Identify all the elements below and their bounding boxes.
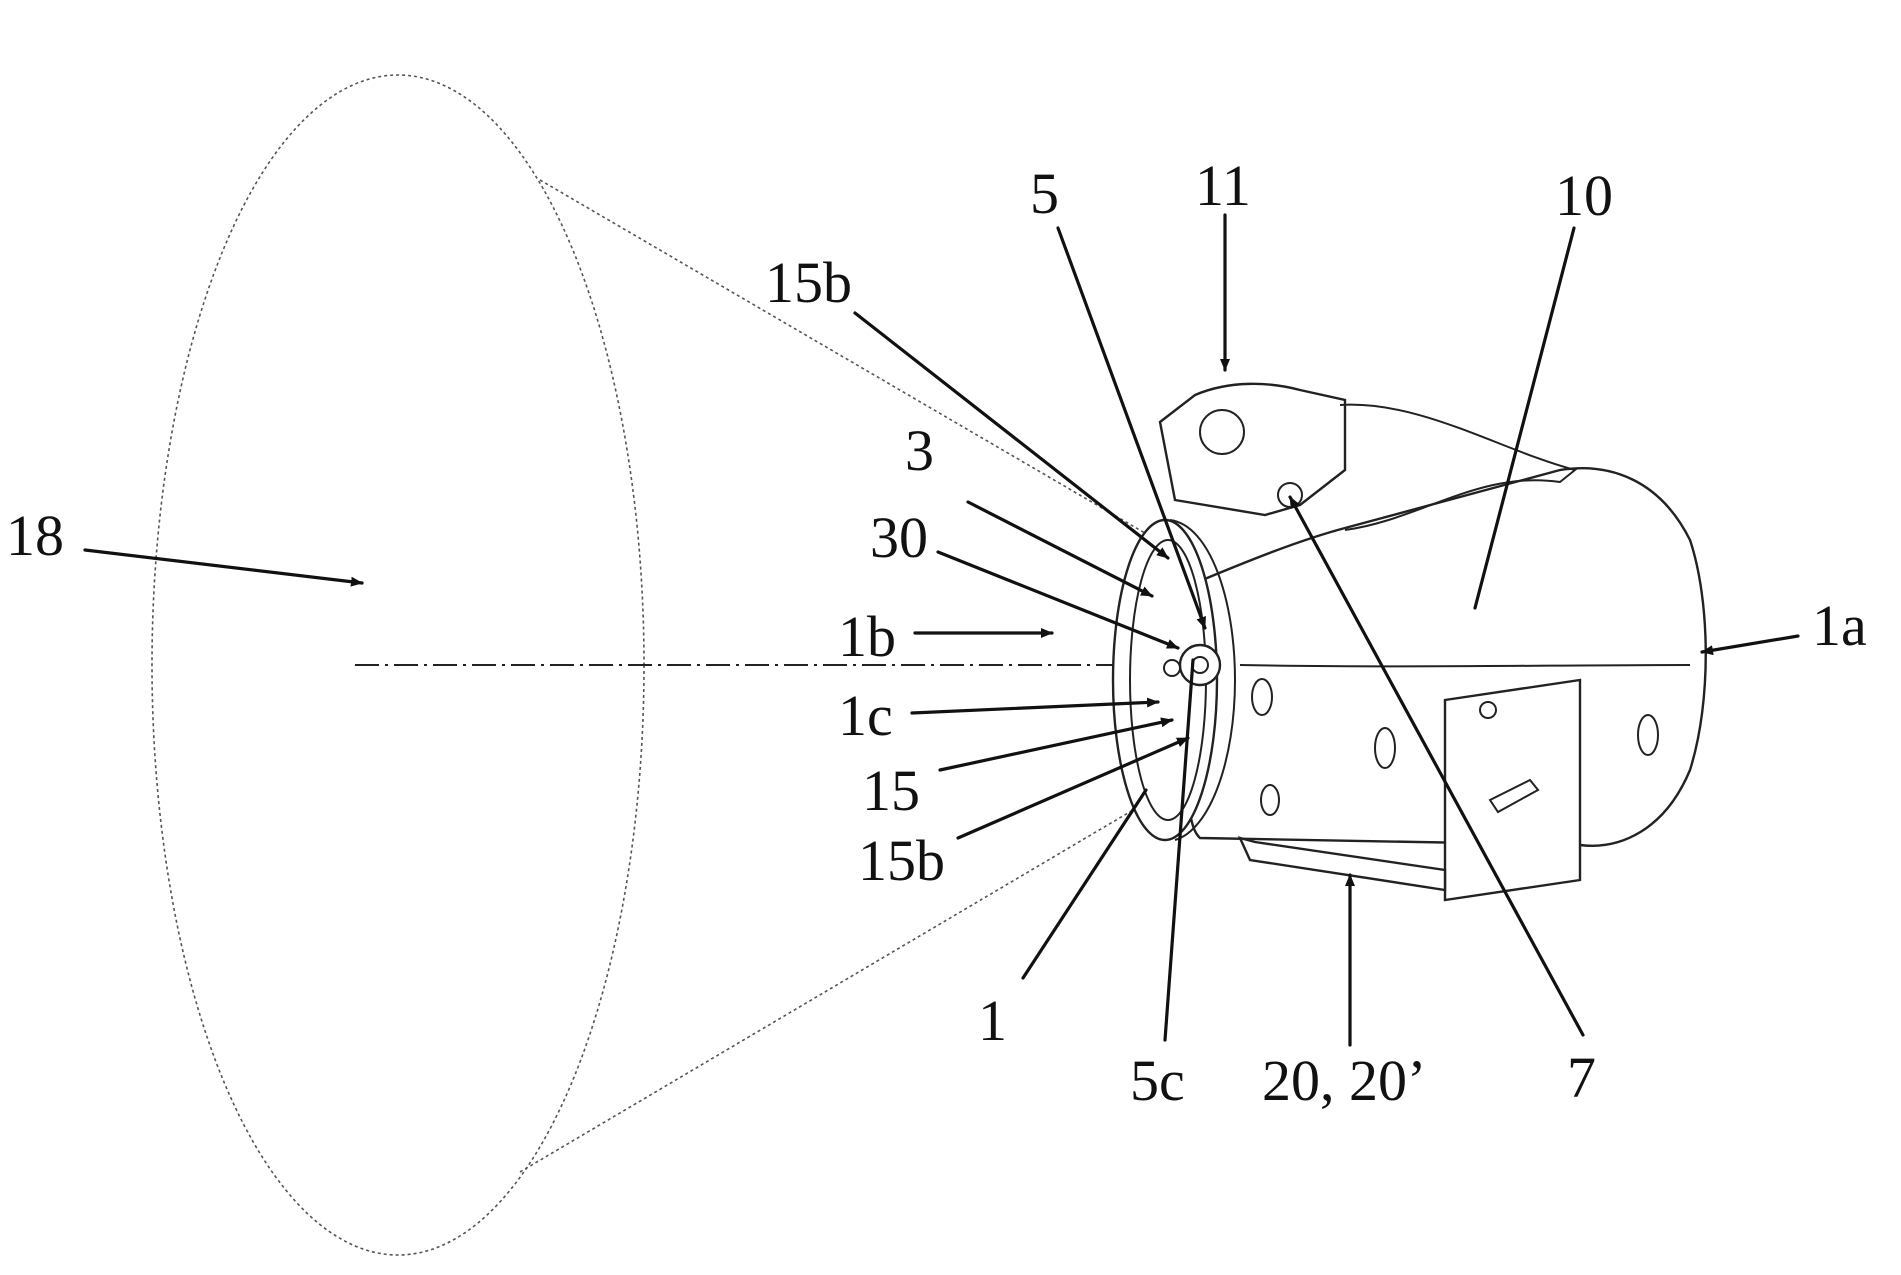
label-20: 20, 20’ — [1262, 1048, 1426, 1113]
label-11: 11 — [1195, 153, 1251, 218]
label-1b: 1b — [838, 604, 896, 669]
top-module — [1160, 384, 1345, 515]
side-plate — [1445, 680, 1580, 900]
label-5: 5 — [1030, 161, 1059, 226]
leader-1a — [1702, 636, 1798, 652]
label-1: 1 — [978, 988, 1007, 1053]
label-7: 7 — [1567, 1045, 1596, 1110]
label-1c: 1c — [838, 683, 893, 748]
nozzle-center — [1180, 645, 1220, 685]
label-10: 10 — [1555, 163, 1613, 228]
leader-1 — [1023, 790, 1146, 978]
label-30: 30 — [870, 505, 928, 570]
cone-upper-edge — [540, 180, 1162, 543]
device-drawing — [1113, 384, 1706, 900]
base-mount — [1240, 838, 1445, 890]
label-15b-bottom: 15b — [858, 828, 945, 893]
label-18: 18 — [6, 503, 64, 568]
cone-lower-edge — [520, 800, 1150, 1172]
label-15b-top: 15b — [765, 250, 852, 315]
leader-3 — [968, 502, 1152, 596]
housing-seam — [1240, 665, 1690, 666]
label-5c: 5c — [1130, 1048, 1185, 1113]
label-3: 3 — [905, 418, 934, 483]
leader-18 — [85, 550, 362, 583]
label-15: 15 — [862, 758, 920, 823]
label-1a: 1a — [1812, 593, 1867, 658]
